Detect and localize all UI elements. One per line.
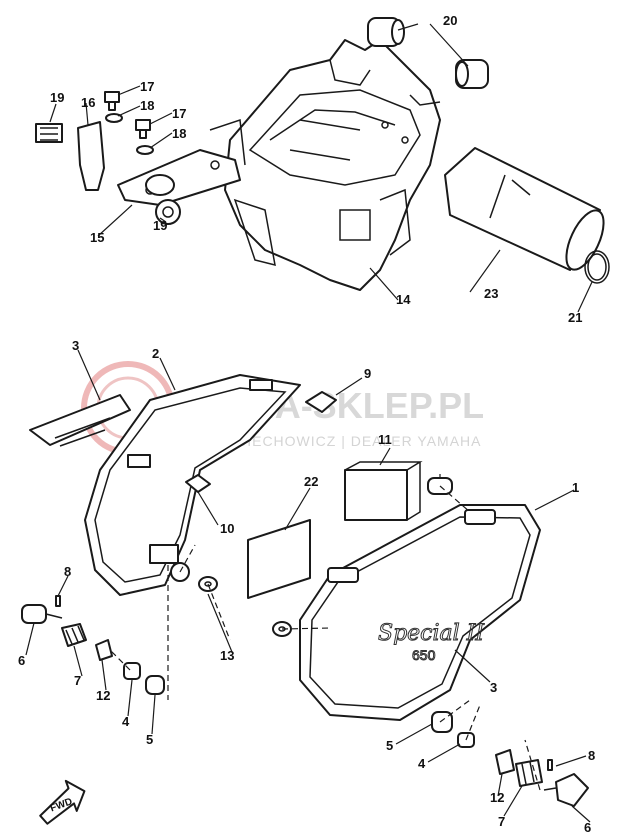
leader-lines bbox=[25, 23, 593, 823]
watermark-subtitle: WOJCIECHOWICZ | DEALER YAMAHA bbox=[202, 433, 481, 449]
callout-12-right: 12 bbox=[490, 790, 504, 805]
callout-8-right: 8 bbox=[588, 748, 595, 763]
grommet-5-right bbox=[431, 711, 453, 733]
callout-18-upper: 18 bbox=[140, 98, 154, 113]
callout-13: 13 bbox=[220, 648, 234, 663]
clip-10 bbox=[185, 474, 211, 493]
callout-8-left: 8 bbox=[64, 564, 71, 579]
callout-9: 9 bbox=[364, 366, 371, 381]
spring-7-right bbox=[515, 759, 543, 787]
cushion-19-upper bbox=[35, 123, 63, 143]
bolt-17a bbox=[104, 91, 120, 111]
grommet-20-upper bbox=[367, 17, 405, 47]
right-side-cover: Special II 650 bbox=[299, 504, 541, 721]
cushion-19-lower bbox=[155, 199, 181, 225]
washer-18b bbox=[136, 145, 154, 155]
callout-4-right: 4 bbox=[418, 756, 426, 771]
callout-6-right: 6 bbox=[584, 820, 591, 835]
box-11 bbox=[344, 461, 423, 521]
callout-19-upper: 19 bbox=[50, 90, 64, 105]
callout-6-left: 6 bbox=[18, 653, 25, 668]
callout-7-right: 7 bbox=[498, 814, 505, 829]
label-plate-22 bbox=[247, 519, 311, 599]
callout-15: 15 bbox=[90, 230, 104, 245]
plate-12-left bbox=[95, 639, 113, 661]
rubber-mount-16 bbox=[77, 121, 105, 191]
clip-9 bbox=[305, 391, 337, 413]
emblem-left bbox=[29, 394, 131, 447]
callout-4-left: 4 bbox=[122, 714, 130, 729]
callout-22: 22 bbox=[304, 474, 318, 489]
collar-bracket bbox=[145, 174, 175, 196]
callout-1: 1 bbox=[572, 480, 579, 495]
bolt-17b bbox=[135, 119, 151, 139]
callout-14: 14 bbox=[396, 292, 411, 307]
callout-5-right: 5 bbox=[386, 738, 393, 753]
pin-8-right bbox=[547, 759, 553, 771]
callout-21: 21 bbox=[568, 310, 582, 325]
grommet-5-left bbox=[145, 675, 165, 695]
assembly-lines bbox=[109, 485, 541, 791]
callout-23: 23 bbox=[484, 286, 498, 301]
battery-box bbox=[224, 39, 441, 291]
pin-8-left bbox=[55, 595, 61, 607]
emblem-number: 650 bbox=[412, 647, 436, 663]
callout-7-left: 7 bbox=[74, 673, 81, 688]
fwd-arrow-icon: FWD bbox=[39, 779, 86, 825]
callout-10: 10 bbox=[220, 521, 234, 536]
callout-17-upper: 17 bbox=[140, 79, 154, 94]
emblem-script: Special II bbox=[378, 621, 485, 646]
callout-5-left: 5 bbox=[146, 732, 153, 747]
tool-bag bbox=[444, 147, 605, 271]
plate-12-right bbox=[495, 749, 515, 775]
o-ring bbox=[584, 250, 610, 284]
grommet-20-lower bbox=[455, 59, 489, 89]
callout-16: 16 bbox=[81, 95, 95, 110]
callout-17-lower: 17 bbox=[172, 106, 186, 121]
callout-11: 11 bbox=[378, 432, 392, 447]
callout-18-lower: 18 bbox=[172, 126, 186, 141]
collar-4-left bbox=[123, 662, 141, 680]
callout-12-left: 12 bbox=[96, 688, 110, 703]
spring-7-left bbox=[61, 623, 87, 647]
callout-2: 2 bbox=[152, 346, 159, 361]
callout-3-left: 3 bbox=[72, 338, 79, 353]
callout-19-lower: 19 bbox=[153, 218, 167, 233]
knob-6-left bbox=[21, 604, 63, 624]
knob-6-right bbox=[543, 773, 589, 807]
callout-3-right: 3 bbox=[490, 680, 497, 695]
callouts: 20 23 21 14 15 19 19 16 17 18 17 18 3 2 … bbox=[18, 13, 595, 835]
callout-20: 20 bbox=[443, 13, 457, 28]
